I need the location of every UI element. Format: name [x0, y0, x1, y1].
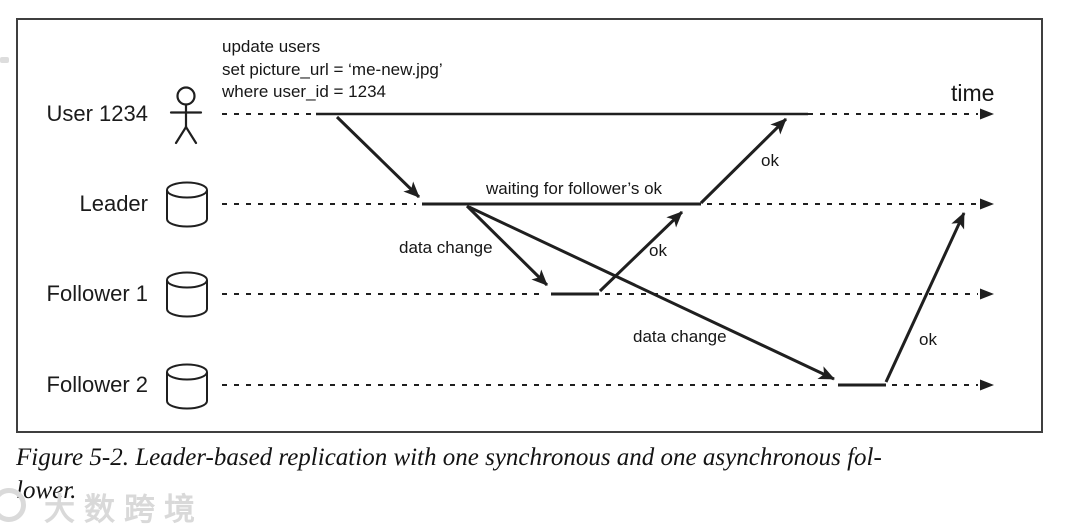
arrow-update-request — [335, 115, 421, 199]
database-icon-leader — [166, 181, 208, 228]
follower2-timeline — [222, 379, 994, 391]
arrow-ok-from-follower1 — [598, 210, 684, 293]
timeline-arrowhead — [980, 198, 994, 210]
time-axis-label: time — [951, 80, 995, 106]
query-line-3: where user_id = 1234 — [222, 82, 386, 101]
person-icon — [169, 86, 203, 145]
arrow-data-change-follower1 — [465, 204, 549, 287]
query-line-1: update users — [222, 37, 321, 56]
ok-to-user-label: ok — [761, 151, 779, 170]
actor-label-leader: Leader — [79, 191, 148, 216]
ok-follower2-label: ok — [919, 330, 937, 349]
watermark-text: 大数跨境 — [44, 492, 204, 524]
actor-label-follower2: Follower 2 — [46, 372, 148, 397]
arrow-data-change-follower2 — [468, 205, 835, 381]
data-change-sync-label: data change — [399, 238, 493, 257]
watermark-logo-icon — [0, 488, 26, 522]
waiting-label: waiting for follower’s ok — [486, 179, 663, 198]
ok-follower1-label: ok — [649, 241, 667, 260]
figure-caption-line1: Figure 5-2. Leader-based replication wit… — [16, 444, 882, 471]
actor-label-follower1: Follower 1 — [46, 281, 148, 306]
arrow-ok-from-follower2 — [884, 212, 966, 383]
scan-artifact — [0, 57, 9, 63]
actor-label-user: User 1234 — [46, 101, 148, 126]
database-icon-follower2 — [166, 363, 208, 410]
timeline-arrowhead — [980, 288, 994, 300]
data-change-async-label: data change — [633, 327, 727, 346]
timeline-arrowhead — [980, 108, 994, 120]
arrow-ok-to-user — [699, 117, 788, 205]
follower1-timeline — [222, 288, 994, 300]
database-icon-follower1 — [166, 271, 208, 318]
query-annotation: update users set picture_url = ‘me-new.j… — [222, 36, 443, 104]
query-line-2: set picture_url = ‘me-new.jpg’ — [222, 59, 443, 79]
user-timeline — [222, 108, 994, 120]
leader-timeline — [222, 198, 994, 210]
figure-caption-line2: lower. — [16, 477, 77, 504]
timeline-arrowhead — [980, 379, 994, 391]
